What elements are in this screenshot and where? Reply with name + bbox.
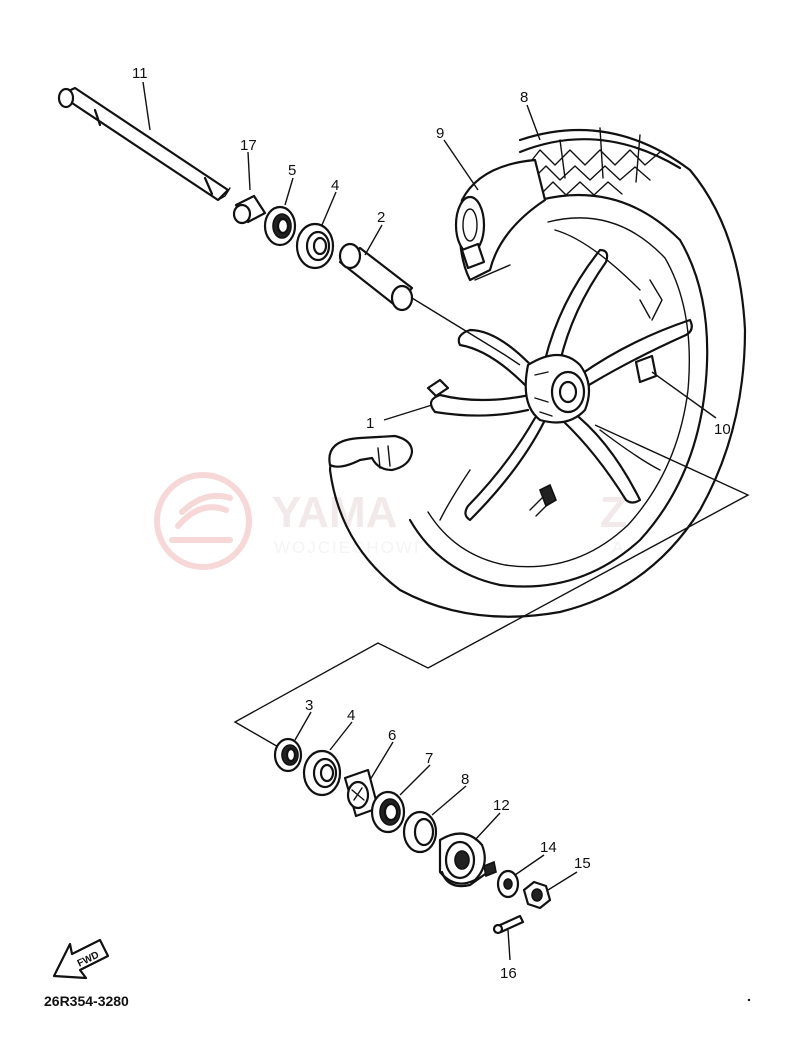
collar xyxy=(232,194,267,225)
plain-washer xyxy=(496,869,520,899)
callout-1: 1 xyxy=(366,415,374,432)
rim-inner-edge xyxy=(427,217,691,568)
callout-15: 15 xyxy=(574,855,591,872)
watermark-subline: WOJCIECHOWI xyxy=(274,538,421,557)
callout-2: 2 xyxy=(377,209,385,226)
forward-arrow: FWD xyxy=(52,938,110,980)
callout-6: 6 xyxy=(388,727,396,744)
callout-4-top: 4 xyxy=(331,177,339,194)
front-axle xyxy=(57,86,231,202)
bearing-top xyxy=(295,222,335,270)
cotter-pin xyxy=(492,914,525,935)
bearing-bottom xyxy=(302,749,342,797)
callout-8: 8 xyxy=(461,771,469,788)
callout-3: 3 xyxy=(305,697,313,714)
rim-outer-edge xyxy=(408,193,709,588)
axle-alignment-line xyxy=(411,297,521,366)
watermark: YAMA Z WOJCIECHOWI A xyxy=(154,472,627,570)
callout-4-bottom: 4 xyxy=(347,707,355,724)
tire-outline xyxy=(328,128,747,618)
callout-7: 7 xyxy=(425,750,433,767)
tire-section-cut xyxy=(328,434,414,472)
spoke-tab xyxy=(426,378,450,398)
balance-weight xyxy=(634,354,658,384)
spacer xyxy=(338,242,414,312)
tire-section-detail xyxy=(377,445,391,469)
assembly-bracket xyxy=(233,424,750,749)
callout-14: 14 xyxy=(540,839,557,856)
oil-seal-7 xyxy=(370,790,406,834)
callout-9: 8 xyxy=(520,89,528,106)
castle-nut xyxy=(522,880,552,910)
watermark-logo xyxy=(154,472,252,570)
watermark-logo-mark xyxy=(169,492,233,543)
callout-12: 12 xyxy=(493,797,510,814)
wheel-assembly xyxy=(328,127,747,618)
wheel-hub xyxy=(524,353,591,424)
watermark-subline-tail: A xyxy=(612,538,625,557)
callout-10: 9 xyxy=(436,125,444,142)
tire-tread xyxy=(518,127,682,196)
oil-seal-5 xyxy=(263,205,297,247)
clutch-retainer xyxy=(343,768,380,818)
part-code: 26R354-3280 xyxy=(44,993,129,1009)
leader-lines xyxy=(142,81,717,961)
callout-17: 17 xyxy=(240,137,257,154)
callout-11: 10 xyxy=(714,421,731,438)
callout-5: 5 xyxy=(288,162,296,179)
oil-seal-3 xyxy=(273,737,303,773)
speck xyxy=(747,998,751,1002)
callout-labels: 11 17 5 4 2 9 8 1 10 3 4 6 7 8 12 14 15 … xyxy=(132,65,731,982)
wheel-spokes xyxy=(429,229,693,522)
collar-8 xyxy=(402,810,438,854)
callout-16: 16 xyxy=(500,965,517,982)
inner-tube xyxy=(454,158,547,282)
callout-13: 11 xyxy=(132,65,148,82)
speedometer-gear-unit xyxy=(438,832,497,888)
valve-stem xyxy=(529,483,557,517)
